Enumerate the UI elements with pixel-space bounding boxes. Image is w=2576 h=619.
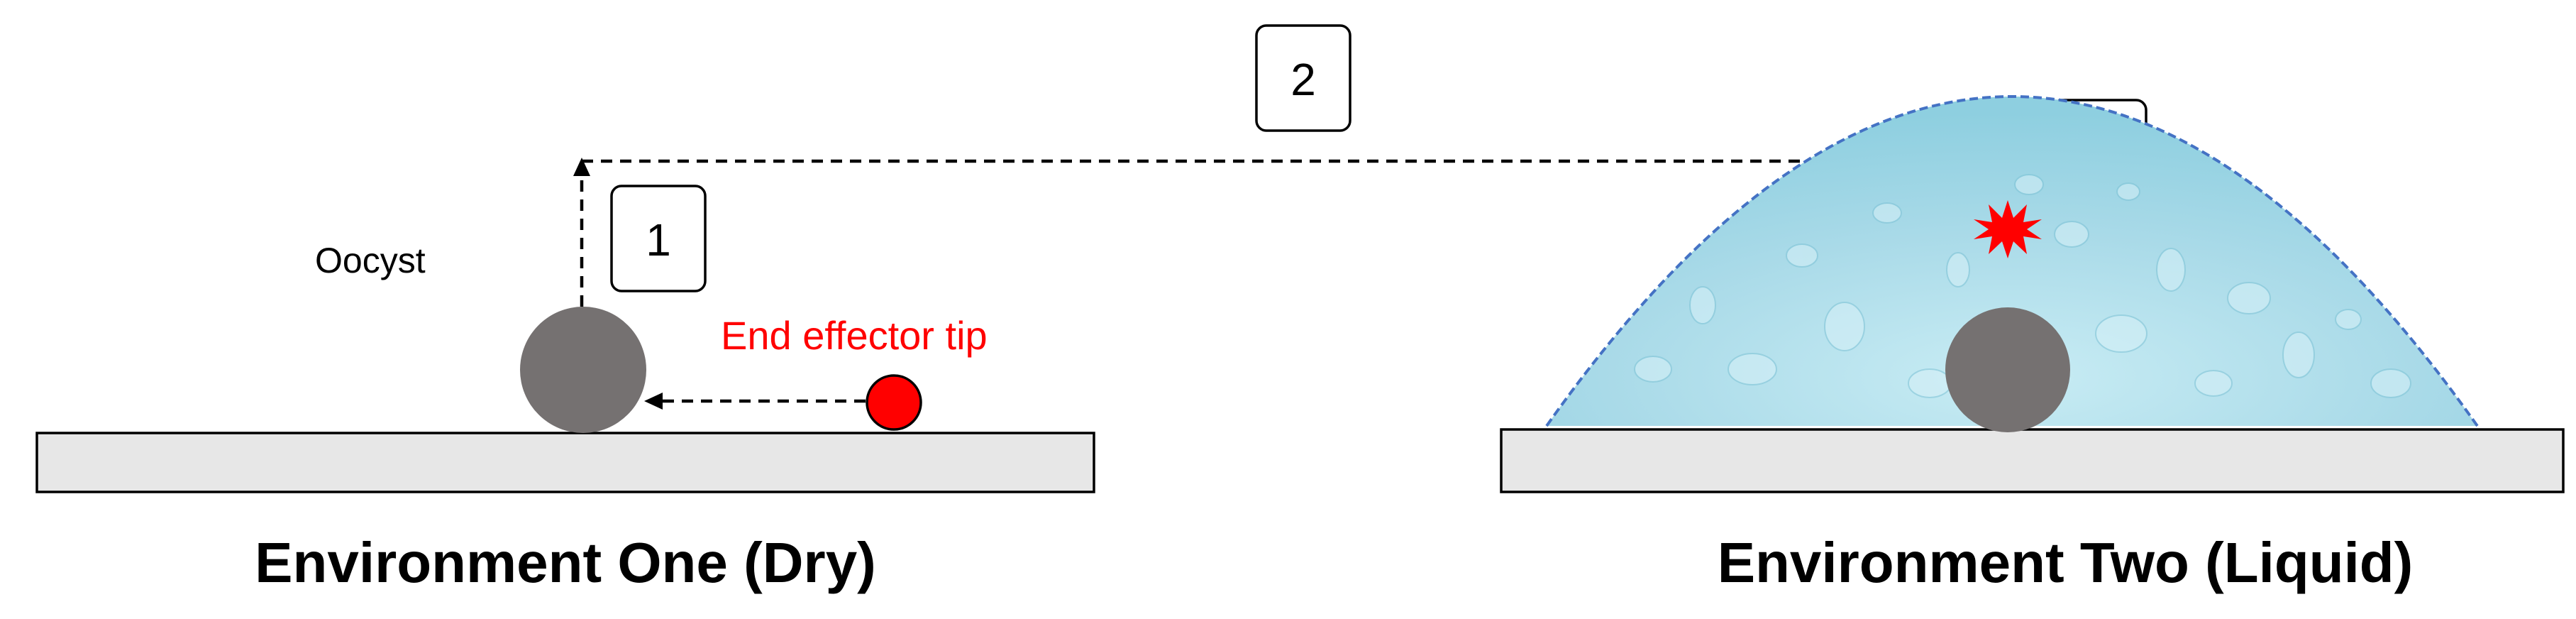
step-2-number: 2 xyxy=(1290,54,1316,105)
starburst-icon xyxy=(1974,200,2042,258)
liquid-plate xyxy=(1500,428,2565,493)
liquid-droplet xyxy=(1547,97,2477,426)
droplet-outline xyxy=(1545,94,2479,427)
lift-arrowhead xyxy=(573,158,590,176)
oocyst-label: Oocyst xyxy=(315,241,426,280)
step-1-box: 1 xyxy=(610,185,707,292)
step-2-box: 2 xyxy=(1255,24,1351,132)
droplet-bubbles xyxy=(1634,174,2411,398)
environment-two: Environment Two (Liquid) xyxy=(1500,94,2565,594)
environment-one: Oocyst End effector tip Environment One … xyxy=(35,241,1095,594)
end-effector-label: End effector tip xyxy=(721,313,988,358)
oocyst-dry xyxy=(520,307,646,433)
dry-plate xyxy=(35,432,1095,493)
oocyst-liquid xyxy=(1945,307,2070,432)
environment-two-title: Environment Two (Liquid) xyxy=(1718,531,2414,594)
approach-arrowhead xyxy=(644,393,663,410)
step-1-number: 1 xyxy=(646,214,671,265)
environment-one-title: Environment One (Dry) xyxy=(255,531,876,594)
end-effector-tip xyxy=(866,374,922,431)
